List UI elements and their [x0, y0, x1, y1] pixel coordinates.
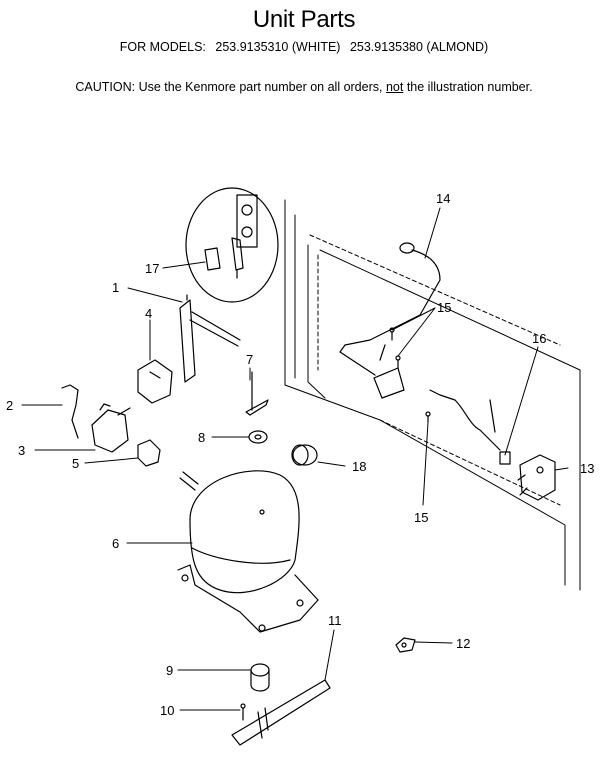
models-prefix: FOR MODELS:: [119, 40, 206, 54]
callout-5: 5: [72, 456, 79, 471]
callout-9: 9: [166, 663, 173, 678]
part-14-harness: [339, 242, 441, 399]
part-4-relay: [137, 359, 173, 404]
part-12: [395, 637, 416, 653]
callout-4: 4: [145, 306, 152, 321]
part-7-clip: [245, 371, 269, 416]
models-line: FOR MODELS: 253.9135310 (WHITE) 253.9135…: [0, 40, 608, 54]
caution-note: CAUTION: Use the Kenmore part number on …: [0, 80, 608, 94]
callout-13: 13: [580, 461, 594, 476]
part-2-wire: [61, 384, 79, 439]
part-15-screws: [389, 327, 431, 423]
caution-text-start: CAUTION: Use the Kenmore part number on …: [75, 80, 386, 94]
part-5-cover: [137, 439, 161, 467]
callout-16: 16: [532, 331, 546, 346]
callout-11: 11: [328, 613, 342, 628]
callout-1: 1: [112, 280, 119, 295]
page-title: Unit Parts: [252, 6, 356, 33]
part-3-overload: [91, 403, 131, 453]
part-17-detail: [185, 187, 279, 303]
caution-text-end: the illustration number.: [403, 80, 533, 94]
part-10-screw: [240, 703, 246, 721]
callout-18: 18: [352, 459, 366, 474]
part-18: [291, 444, 318, 466]
part-11-bracket: [231, 679, 331, 746]
part-1-tube: [179, 294, 241, 383]
callout-15-upper: 15: [437, 300, 451, 315]
part-6-compressor: [177, 470, 319, 633]
callout-12: 12: [456, 636, 470, 651]
callouts: 1 2 3 4 5 6 7 8 9 10 11 12 13 14 15 15 1…: [6, 191, 594, 718]
callout-14: 14: [436, 191, 450, 206]
callout-7: 7: [246, 352, 253, 367]
part-13-control: [517, 454, 556, 501]
callout-3: 3: [18, 443, 25, 458]
caution-underlined-word: not: [385, 80, 404, 94]
model-almond: 253.9135380 (ALMOND): [349, 40, 489, 54]
cabinet-outline: [284, 199, 581, 591]
callout-15-lower: 15: [414, 510, 428, 525]
leader-lines: [21, 207, 569, 711]
part-8-grommet: [248, 430, 268, 444]
callout-8: 8: [198, 430, 205, 445]
callout-6: 6: [112, 536, 119, 551]
part-16-wiring: [429, 389, 511, 465]
callout-17: 17: [145, 261, 159, 276]
model-white: 253.9135310 (WHITE): [215, 40, 341, 54]
part-9-grommet: [250, 663, 270, 692]
callout-2: 2: [6, 398, 13, 413]
callout-10: 10: [160, 703, 174, 718]
